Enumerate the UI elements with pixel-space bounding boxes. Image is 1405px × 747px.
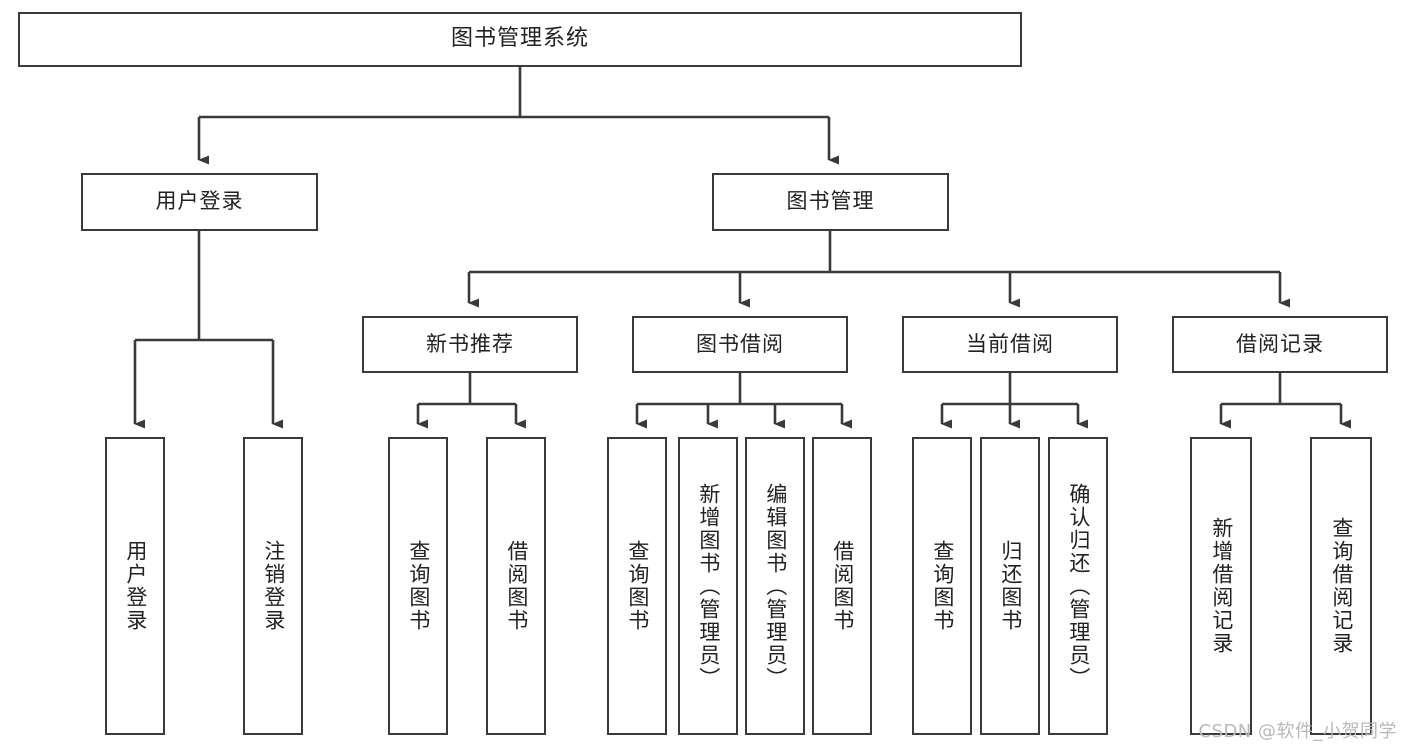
- node-leaf-user-login[interactable]: 用户登录: [105, 437, 165, 735]
- node-leaf-edit-book-admin[interactable]: 编辑图书（管理员）: [745, 437, 805, 735]
- node-label: 借阅记录: [1236, 331, 1324, 356]
- node-label: 图书管理: [786, 189, 875, 214]
- node-borrow-record[interactable]: 借阅记录: [1172, 316, 1388, 373]
- node-label: 确认归还（管理员）: [1066, 482, 1091, 690]
- node-current-borrow[interactable]: 当前借阅: [902, 316, 1118, 373]
- node-leaf-query-borrow-record[interactable]: 查询借阅记录: [1310, 437, 1372, 735]
- node-label: 借阅图书: [830, 540, 855, 632]
- node-label: 新增图书（管理员）: [696, 482, 721, 690]
- watermark: CSDN @软件_小贺同学: [1198, 721, 1397, 742]
- node-label: 用户登录: [123, 540, 148, 632]
- node-new-book-recommend[interactable]: 新书推荐: [362, 316, 578, 373]
- node-label: 查询图书: [930, 540, 955, 632]
- node-book-borrow[interactable]: 图书借阅: [632, 316, 848, 373]
- node-leaf-borrow-book[interactable]: 借阅图书: [812, 437, 872, 735]
- node-leaf-query-book-recommend[interactable]: 查询图书: [388, 437, 448, 735]
- node-label: 归还图书: [998, 540, 1023, 632]
- node-book-management[interactable]: 图书管理: [712, 173, 949, 231]
- node-user-login[interactable]: 用户登录: [81, 173, 318, 231]
- node-label: 图书管理系统: [450, 26, 589, 52]
- node-label: 用户登录: [155, 189, 244, 214]
- node-leaf-confirm-return-admin[interactable]: 确认归还（管理员）: [1048, 437, 1108, 735]
- node-label: 编辑图书（管理员）: [763, 482, 788, 690]
- node-label: 查询借阅记录: [1329, 517, 1354, 655]
- node-label: 借阅图书: [504, 540, 529, 632]
- node-leaf-query-book-current[interactable]: 查询图书: [912, 437, 972, 735]
- node-label: 查询图书: [625, 540, 650, 632]
- node-label: 当前借阅: [966, 331, 1054, 356]
- node-label: 查询图书: [406, 540, 431, 632]
- node-label: 新书推荐: [426, 331, 514, 356]
- node-label: 图书借阅: [696, 331, 784, 356]
- node-leaf-borrow-book-recommend[interactable]: 借阅图书: [486, 437, 546, 735]
- node-label: 注销登录: [261, 540, 286, 632]
- node-leaf-query-book-borrow[interactable]: 查询图书: [607, 437, 667, 735]
- node-leaf-logout[interactable]: 注销登录: [243, 437, 303, 735]
- node-leaf-return-book[interactable]: 归还图书: [980, 437, 1040, 735]
- node-leaf-add-borrow-record[interactable]: 新增借阅记录: [1190, 437, 1252, 735]
- node-label: 新增借阅记录: [1209, 517, 1234, 655]
- node-leaf-add-book-admin[interactable]: 新增图书（管理员）: [678, 437, 738, 735]
- node-root-system[interactable]: 图书管理系统: [18, 12, 1022, 67]
